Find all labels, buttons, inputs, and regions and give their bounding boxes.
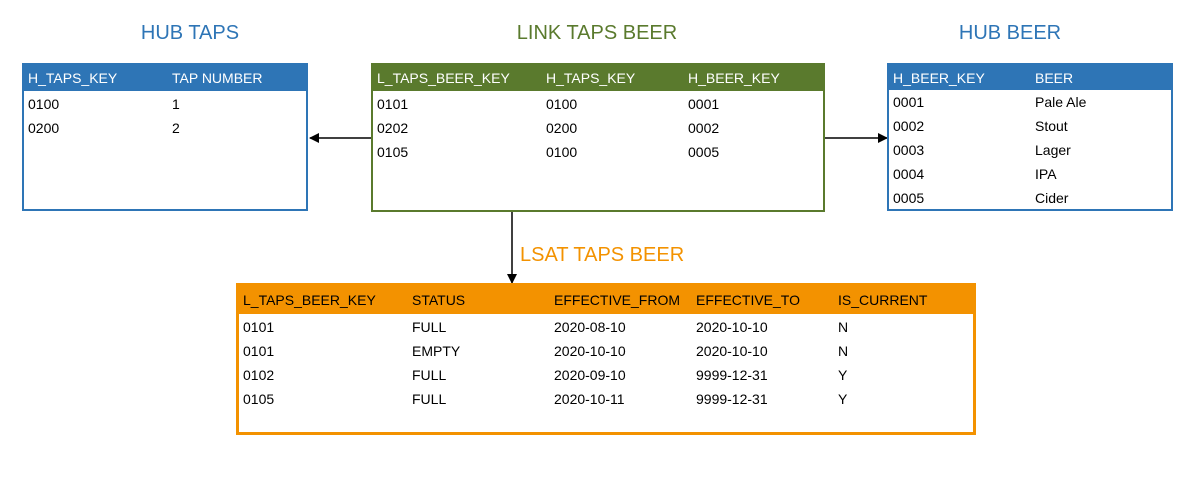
- column-header: IS_CURRENT: [838, 292, 928, 308]
- table-cell: 9999-12-31: [696, 367, 768, 383]
- column-header: EFFECTIVE_FROM: [554, 292, 681, 308]
- table-cell: 0100: [546, 96, 578, 112]
- table-cell: N: [838, 343, 849, 359]
- table-cell: 0202: [377, 120, 409, 136]
- table-row: 0004 IPA: [889, 162, 1171, 186]
- table-cell: FULL: [412, 367, 447, 383]
- hub-taps-title: HUB TAPS: [140, 22, 240, 44]
- table-cell: 0200: [546, 120, 578, 136]
- column-header: TAP NUMBER: [172, 70, 263, 86]
- column-header: L_TAPS_BEER_KEY: [243, 292, 376, 308]
- lsat-taps-beer-header: L_TAPS_BEER_KEY STATUS EFFECTIVE_FROM EF…: [239, 286, 973, 314]
- table-cell: Y: [838, 367, 848, 383]
- table-cell: 0101: [377, 96, 409, 112]
- table-row: 0100 1: [24, 92, 306, 116]
- table-row: 0102 FULL 2020-09-10 9999-12-31 Y: [239, 363, 973, 387]
- table-cell: 0001: [893, 94, 925, 110]
- column-header: H_BEER_KEY: [893, 69, 985, 86]
- table-cell: Lager: [1035, 142, 1071, 158]
- table-cell: 2020-10-10: [696, 343, 768, 359]
- table-cell: 2020-10-10: [696, 319, 768, 335]
- table-cell: 0105: [377, 144, 409, 160]
- table-cell: IPA: [1035, 166, 1057, 182]
- table-row: 0105 FULL 2020-10-11 9999-12-31 Y: [239, 387, 973, 411]
- column-header: STATUS: [412, 292, 466, 308]
- table-cell: 0200: [28, 120, 60, 136]
- table-cell: Stout: [1035, 118, 1068, 134]
- table-cell: Y: [838, 391, 848, 407]
- table-cell: Pale Ale: [1035, 94, 1087, 110]
- link-taps-beer-table: L_TAPS_BEER_KEY H_TAPS_KEY H_BEER_KEY 01…: [371, 63, 825, 212]
- column-header: H_TAPS_KEY: [546, 70, 636, 86]
- table-row: 0001 Pale Ale: [889, 90, 1171, 114]
- table-cell: 1: [172, 96, 180, 112]
- table-row: 0005 Cider: [889, 186, 1171, 210]
- table-cell: 0003: [893, 142, 925, 158]
- table-cell: Cider: [1035, 190, 1069, 206]
- column-header: L_TAPS_BEER_KEY: [377, 70, 510, 86]
- table-row: 0200 2: [24, 116, 306, 140]
- table-cell: 0105: [243, 391, 275, 407]
- table-cell: 2020-08-10: [554, 319, 626, 335]
- link-taps-beer-title: LINK TAPS BEER: [516, 22, 678, 44]
- lsat-taps-beer-table: L_TAPS_BEER_KEY STATUS EFFECTIVE_FROM EF…: [236, 283, 976, 435]
- table-row: 0003 Lager: [889, 138, 1171, 162]
- table-cell: 0101: [243, 343, 275, 359]
- table-cell: 0100: [546, 144, 578, 160]
- table-cell: 2: [172, 120, 180, 136]
- table-cell: 0005: [688, 144, 720, 160]
- table-row: 0105 0100 0005: [373, 140, 823, 164]
- hub-beer-title: HUB BEER: [958, 22, 1062, 44]
- table-row: 0202 0200 0002: [373, 116, 823, 140]
- hub-beer-table: H_BEER_KEY BEER 0001 Pale Ale 0002 Stout…: [887, 63, 1173, 211]
- table-cell: 0004: [893, 166, 925, 182]
- lsat-taps-beer-title: LSAT TAPS BEER: [520, 244, 685, 266]
- column-header: BEER: [1035, 69, 1074, 86]
- table-cell: 2020-10-11: [554, 391, 625, 407]
- table-cell: 2020-10-10: [554, 343, 626, 359]
- table-row: 0101 EMPTY 2020-10-10 2020-10-10 N: [239, 339, 973, 363]
- table-cell: 0002: [893, 118, 925, 134]
- table-row: 0002 Stout: [889, 114, 1171, 138]
- table-cell: 0002: [688, 120, 720, 136]
- hub-taps-header: H_TAPS_KEY TAP NUMBER: [24, 65, 306, 91]
- column-header: H_BEER_KEY: [688, 70, 780, 86]
- table-cell: FULL: [412, 391, 447, 407]
- column-header: EFFECTIVE_TO: [696, 292, 800, 308]
- table-cell: 9999-12-31: [696, 391, 768, 407]
- column-header: H_TAPS_KEY: [28, 70, 118, 86]
- table-cell: N: [838, 319, 849, 335]
- table-row: 0101 0100 0001: [373, 92, 823, 116]
- link-taps-beer-header: L_TAPS_BEER_KEY H_TAPS_KEY H_BEER_KEY: [373, 65, 823, 91]
- hub-taps-table: H_TAPS_KEY TAP NUMBER 0100 1 0200 2: [22, 63, 308, 211]
- hub-beer-header: H_BEER_KEY BEER: [889, 65, 1171, 90]
- table-cell: 0100: [28, 96, 60, 112]
- table-cell: 2020-09-10: [554, 367, 626, 383]
- table-cell: FULL: [412, 319, 447, 335]
- table-cell: EMPTY: [412, 343, 461, 359]
- table-cell: 0102: [243, 367, 275, 383]
- table-cell: 0005: [893, 190, 925, 206]
- table-cell: 0001: [688, 96, 720, 112]
- table-row: 0101 FULL 2020-08-10 2020-10-10 N: [239, 315, 973, 339]
- table-cell: 0101: [243, 319, 275, 335]
